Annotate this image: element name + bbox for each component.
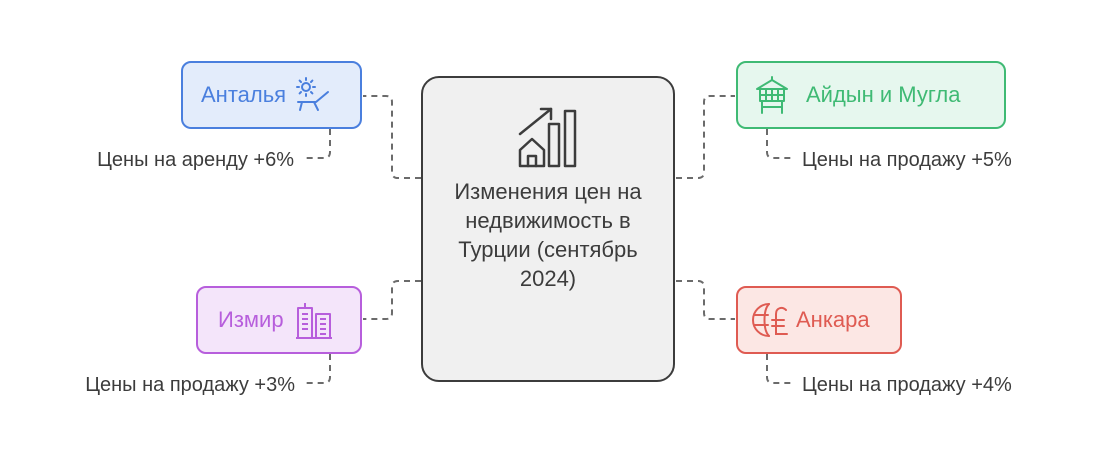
- sun-lounger-icon: [294, 76, 332, 114]
- central-topic-title: Изменения цен на недвижимость в Турции (…: [454, 179, 642, 291]
- connector-center-antalya: [363, 95, 421, 179]
- connector-ankara-note: [766, 354, 794, 384]
- note-izmir: Цены на продажу +3%: [85, 374, 295, 396]
- node-aydin-mugla: Айдын и Мугла: [736, 61, 1006, 129]
- connector-aydin-note: [766, 129, 794, 159]
- note-antalya: Цены на аренду +6%: [97, 149, 294, 171]
- node-ankara-label: Анкара: [796, 307, 870, 332]
- node-ankara: Анкара: [736, 286, 902, 354]
- beach-house-icon: [754, 75, 790, 115]
- house-growth-chart-icon: [517, 106, 581, 173]
- note-ankara: Цены на продажу +4%: [802, 374, 1012, 396]
- global-currency-icon: [752, 301, 790, 339]
- connector-center-aydin: [676, 95, 735, 179]
- connector-center-izmir: [363, 280, 421, 320]
- node-izmir-label: Измир: [218, 307, 284, 332]
- node-antalya-label: Анталья: [201, 82, 287, 107]
- connector-center-ankara: [676, 280, 735, 320]
- connector-antalya-note: [304, 129, 331, 159]
- central-topic-box: Изменения цен на недвижимость в Турции (…: [421, 76, 675, 382]
- note-aydin-mugla: Цены на продажу +5%: [802, 149, 1012, 171]
- city-buildings-icon: [294, 300, 334, 340]
- node-aydin-mugla-label: Айдын и Мугла: [806, 82, 961, 107]
- node-antalya: Анталья: [181, 61, 362, 129]
- node-izmir: Измир: [196, 286, 362, 354]
- connector-izmir-note: [304, 354, 331, 384]
